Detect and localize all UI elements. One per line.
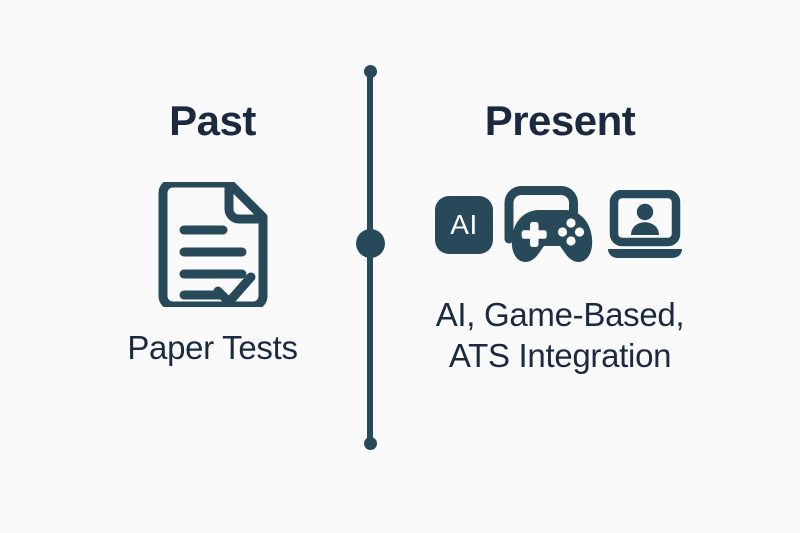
gamepad-icon (501, 183, 597, 267)
past-icon-group (60, 178, 365, 312)
past-caption: Paper Tests (127, 329, 298, 366)
timeline-dot-past-endpoint (363, 65, 377, 78)
past-caption-wrap: Paper Tests (60, 327, 365, 368)
present-caption-line-1: AI, Game-Based, (435, 296, 685, 333)
ai-badge-label: AI (450, 209, 478, 240)
column-past: Past Paper Tests (60, 100, 365, 368)
timeline-dot-present-marker (355, 229, 385, 258)
present-caption-wrap: AI, Game-Based, ATS Integration (400, 294, 720, 377)
past-heading: Past (169, 97, 256, 144)
present-icon-group: AI (400, 180, 720, 270)
laptop-user-icon (605, 190, 685, 260)
timeline-dot-future-endpoint (363, 437, 377, 450)
document-checklist-icon (154, 178, 272, 312)
present-caption-line-2: ATS Integration (448, 337, 672, 375)
ai-badge-icon: AI (435, 196, 493, 254)
column-present: Present AI (400, 100, 720, 377)
present-heading: Present (484, 97, 636, 144)
